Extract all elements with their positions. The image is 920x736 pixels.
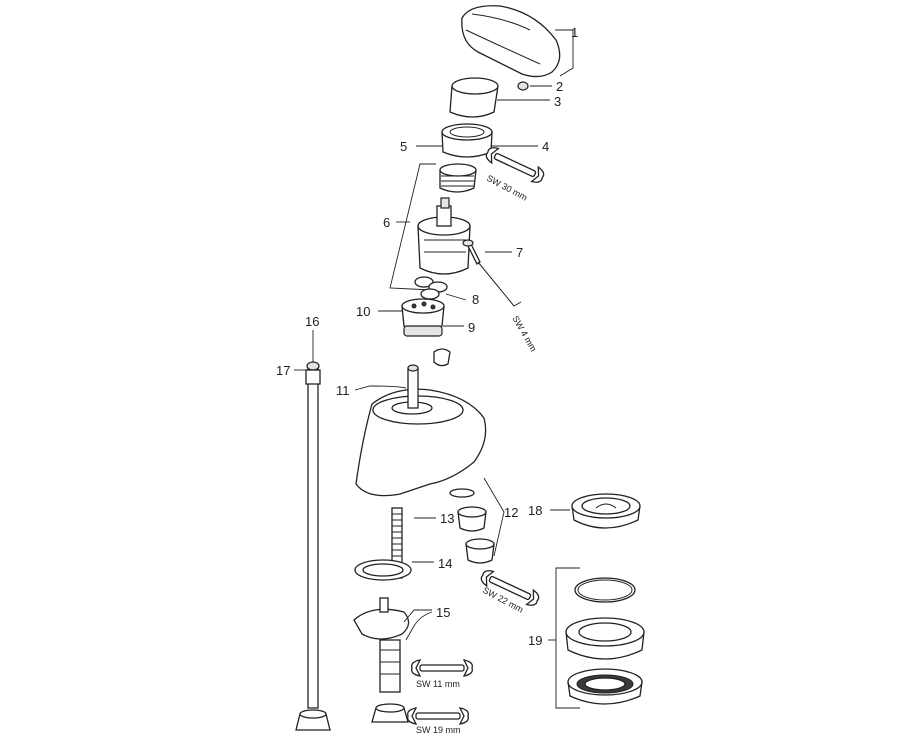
part-11-basin-body (355, 364, 487, 497)
callout-17: 17 (276, 363, 290, 378)
callout-6: 6 (383, 215, 390, 230)
part-7-screw (462, 239, 481, 265)
callout-13: 13 (440, 511, 454, 526)
callout-19: 19 (528, 633, 542, 648)
part-10-temperature-limiter (401, 298, 445, 337)
part-18-drain-cover (571, 493, 641, 529)
wrench-sw19 (407, 707, 469, 725)
callout-3: 3 (554, 94, 561, 109)
callout-15: 15 (436, 605, 450, 620)
part-16-supply-hose (295, 361, 331, 731)
callout-16: 16 (305, 314, 319, 329)
callout-9: 9 (468, 320, 475, 335)
part-19-drain-ring-set (565, 577, 645, 705)
callout-12: 12 (504, 505, 518, 520)
wrench-label-sw19: SW 19 mm (416, 725, 461, 735)
part-8-seals (414, 276, 448, 300)
callout-8: 8 (472, 292, 479, 307)
callout-2: 2 (556, 79, 563, 94)
callout-1: 1 (571, 25, 578, 40)
callout-14: 14 (438, 556, 452, 571)
part-5-nut (441, 123, 493, 158)
part-1-lever-handle (461, 5, 561, 78)
part-14-threaded-rod (354, 507, 412, 581)
callout-7: 7 (516, 245, 523, 260)
wrench-label-sw11: SW 11 mm (416, 679, 460, 689)
callout-5: 5 (400, 139, 407, 154)
callout-10: 10 (356, 304, 370, 319)
part-3-cover-ring (449, 77, 499, 118)
wrench-label-sw30: SW 30 mm (485, 173, 529, 203)
callout-18: 18 (528, 503, 542, 518)
wrench-label-sw4: SW 4 mm (510, 314, 538, 353)
callout-11: 11 (336, 383, 350, 398)
part-2-grub-screw (517, 81, 529, 91)
wrench-sw4-allen-key (477, 261, 522, 307)
part-15-mounting-kit (353, 597, 410, 723)
wrench-sw22 (480, 570, 540, 606)
part-13-aerator (449, 488, 495, 564)
wrench-sw11 (411, 659, 473, 677)
wrench-sw30 (485, 147, 545, 183)
callout-4: 4 (542, 139, 549, 154)
part-6-cartridge (417, 163, 477, 275)
part-9-clip (433, 348, 451, 367)
